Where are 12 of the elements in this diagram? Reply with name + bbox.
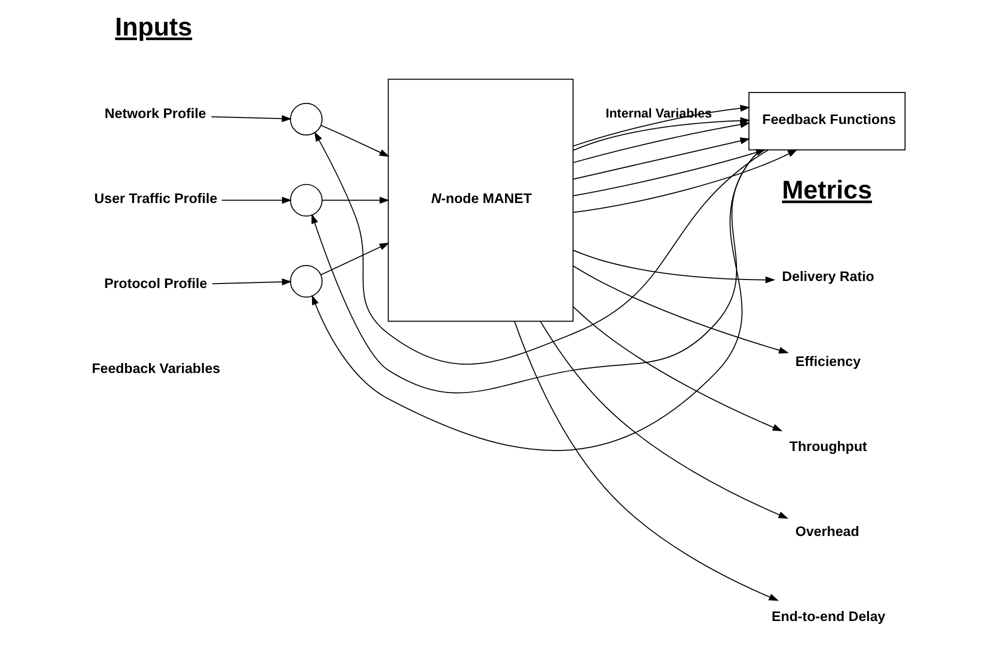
node-text: Overhead	[795, 522, 860, 539]
node-text: Throughput	[789, 438, 868, 454]
label: Metrics	[782, 176, 872, 205]
node-text: Efficiency	[795, 352, 861, 369]
node-text: Network Profile	[104, 104, 206, 121]
node-text: User Traffic Profile	[94, 190, 218, 206]
label: Inputs	[115, 14, 192, 42]
node-text: End-to-end Delay	[772, 608, 886, 624]
edge-label: Internal Variables	[606, 106, 712, 121]
label: Feedback Variables	[92, 360, 220, 376]
node-text: Protocol Profile	[104, 274, 208, 291]
node-text: Delivery Ratio	[782, 268, 874, 284]
